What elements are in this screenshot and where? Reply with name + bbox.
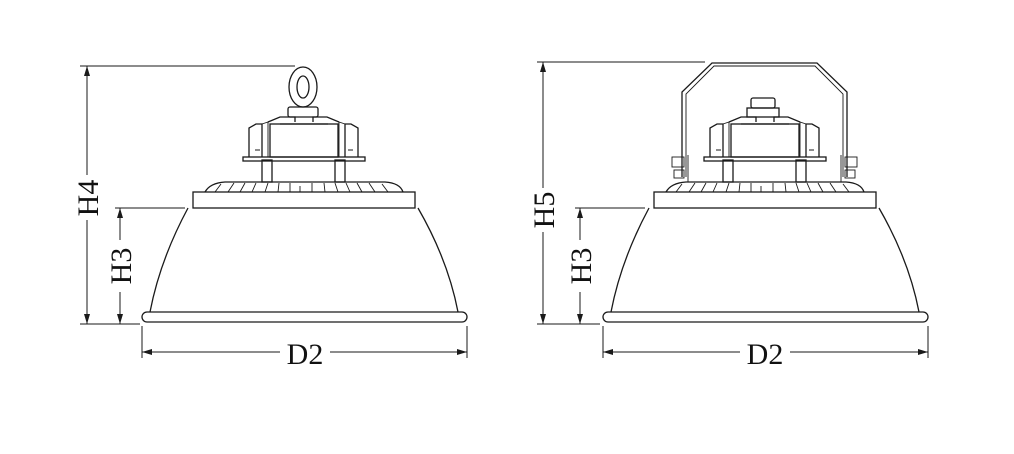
label-h3: H3 [565,248,598,285]
dimension-h4: H4 [72,65,295,325]
dimension-h5: H5 [528,61,705,325]
figure-eyebolt-mount: H4 H3 D2 [72,65,468,371]
lamp-body [602,116,929,323]
dimension-h3: H3 [105,207,185,324]
label-h4: H4 [72,180,105,217]
dimension-d2: D2 [602,326,929,371]
figure-bracket-mount: H5 H3 D2 [528,61,929,371]
mounting-bracket [671,62,858,182]
label-d2: D2 [747,338,784,371]
label-d2: D2 [287,338,324,371]
eyebolt [287,66,319,118]
dimension-d2: D2 [141,326,468,371]
lamp-body [141,116,468,323]
dimension-h3: H3 [565,207,645,324]
label-h5: H5 [528,192,561,229]
label-h3: H3 [105,248,138,285]
top-cap [746,97,780,118]
